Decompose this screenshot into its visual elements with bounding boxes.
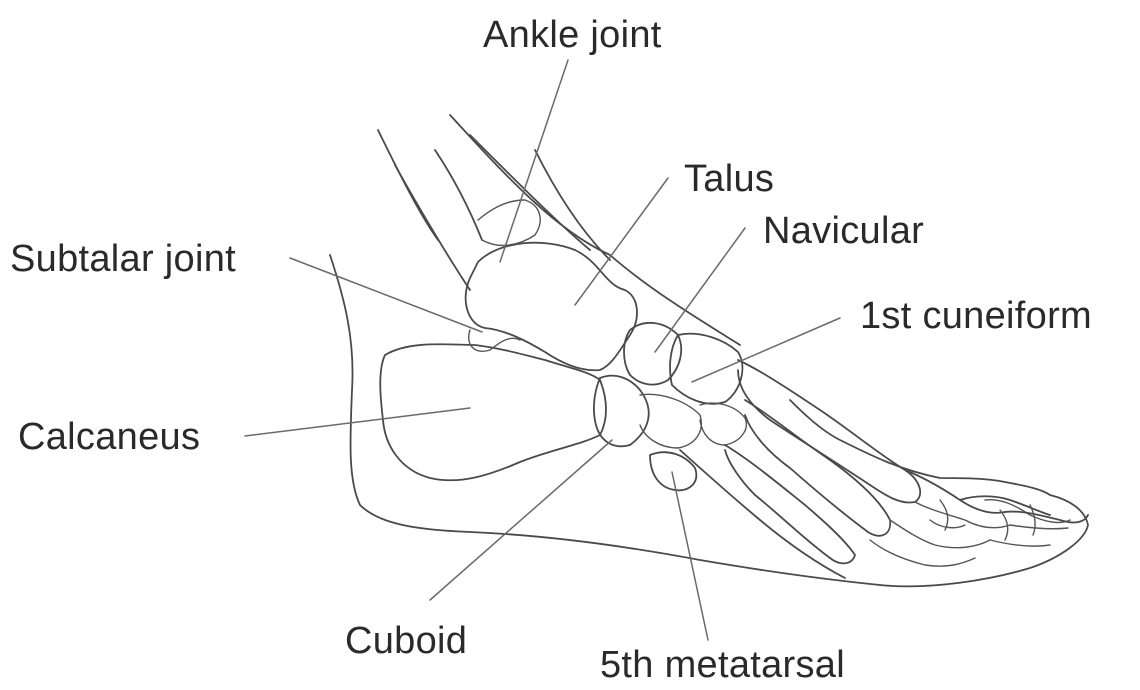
talus-bone	[466, 243, 637, 371]
calcaneus-bone	[380, 344, 606, 480]
cuneiform-middle	[700, 403, 746, 445]
leader-calcaneus	[245, 408, 470, 436]
label-first-cuneiform: 1st cuneiform	[860, 297, 1092, 335]
label-navicular: Navicular	[763, 212, 924, 250]
label-fifth-metatarsal: 5th metatarsal	[600, 646, 845, 684]
leader-navicular	[655, 228, 745, 352]
label-subtalar-joint: Subtalar joint	[10, 240, 236, 278]
leader-first-cuneiform	[692, 318, 840, 382]
leader-cuboid	[430, 440, 612, 600]
phalanges	[870, 470, 1088, 566]
leader-subtalar-joint	[290, 258, 482, 332]
metatarsals	[650, 360, 920, 578]
label-talus: Talus	[684, 160, 774, 198]
leader-ankle-joint	[500, 60, 568, 262]
cuneiform-lateral	[640, 394, 701, 448]
label-calcaneus: Calcaneus	[18, 418, 200, 456]
label-ankle-joint: Ankle joint	[483, 16, 662, 54]
label-cuboid: Cuboid	[345, 622, 467, 660]
tibia-end	[478, 200, 540, 245]
leader-talus	[575, 178, 668, 305]
